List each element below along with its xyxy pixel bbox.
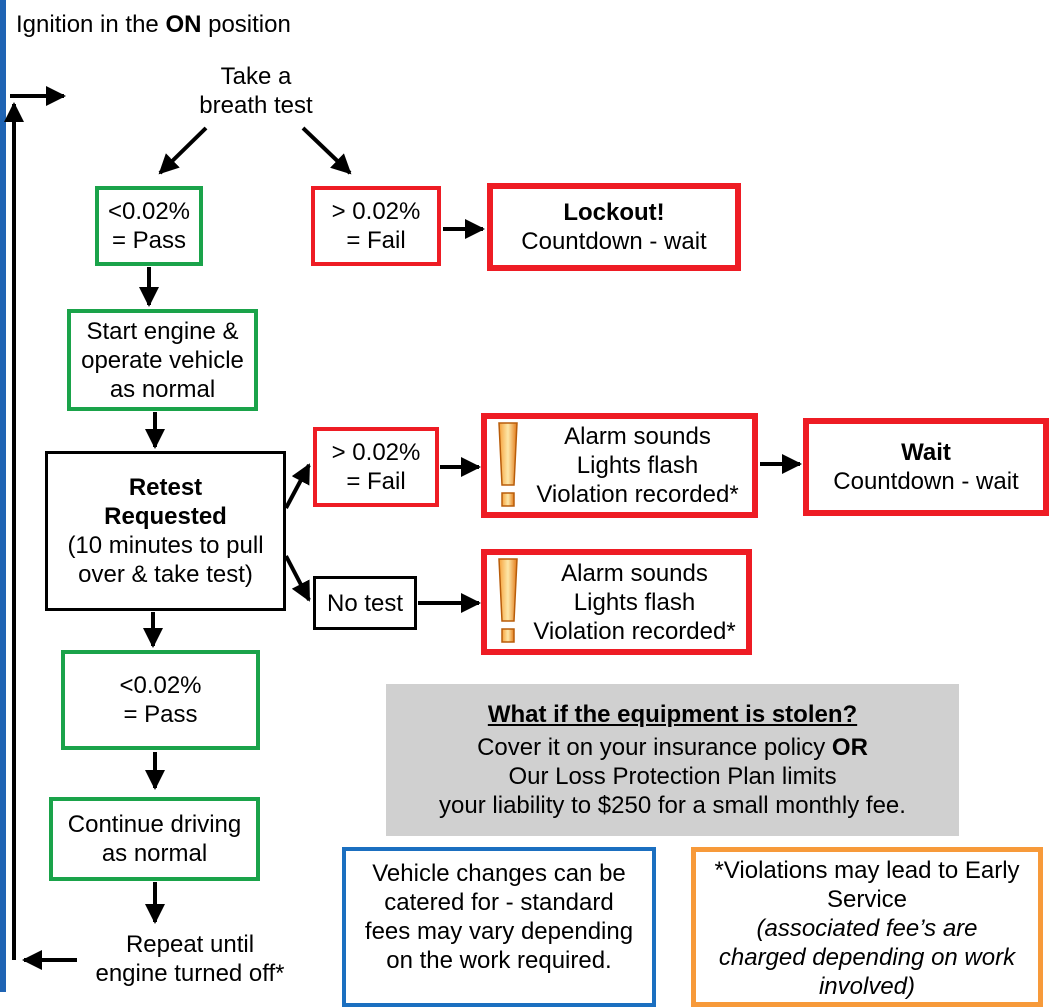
alarm1-box: Alarm sounds Lights flash Violation reco… (481, 413, 758, 518)
stolen-title: What if the equipment is stolen? (487, 701, 858, 728)
vehicle-changes-line2: catered for - standard (384, 889, 614, 916)
alarm1-line1: Alarm sounds (564, 423, 711, 450)
vehicle-changes-line4: on the work required. (386, 947, 612, 974)
retest-line4: over & take test) (78, 561, 253, 588)
violations-line5: involved) (818, 973, 916, 1000)
start-node: Take a breath test (186, 62, 326, 120)
retest-box: Retest Requested (10 minutes to pull ove… (45, 451, 286, 611)
alarm1-line2: Lights flash (576, 452, 699, 479)
alarm1-line3: Violation recorded* (536, 481, 739, 508)
repeat-node: Repeat until engine turned off* (72, 930, 308, 988)
fail2-line1: > 0.02% (331, 439, 421, 466)
repeat-line2: engine turned off* (95, 960, 285, 987)
no-test-box: No test (313, 576, 417, 630)
alarm2-box: Alarm sounds Lights flash Violation reco… (481, 549, 752, 655)
start-engine-line2: operate vehicle (81, 346, 244, 374)
left-accent-bar (0, 0, 6, 992)
start-engine-box: Start engine & operate vehicle as normal (67, 309, 258, 411)
continue-line2: as normal (101, 840, 208, 867)
start-engine-line1: Start engine & (86, 317, 239, 345)
fail2-line2: = Fail (346, 468, 406, 495)
heading-prefix: Ignition in the (16, 11, 166, 38)
exclamation-icon (493, 557, 523, 647)
exclamation-icon (493, 421, 523, 511)
violations-line3: (associated fee’s are (756, 915, 978, 942)
page-heading: Ignition in the ON position (16, 10, 291, 40)
pass2-box: <0.02% = Pass (61, 650, 260, 750)
wait-box: Wait Countdown - wait (803, 418, 1049, 516)
pass1-line2: = Pass (111, 227, 187, 254)
lockout-box: Lockout! Countdown - wait (487, 183, 741, 271)
stolen-info-box: What if the equipment is stolen? Cover i… (386, 684, 959, 836)
retest-title1: Retest (128, 474, 203, 501)
repeat-line1: Repeat until (125, 931, 255, 958)
pass1-line1: <0.02% (107, 198, 191, 225)
violations-line1: *Violations may lead to Early (714, 857, 1020, 884)
fail1-box: > 0.02% = Fail (311, 186, 441, 266)
violations-line2: Service (826, 886, 908, 913)
stolen-line2: Our Loss Protection Plan limits (508, 763, 837, 790)
vehicle-changes-line1: Vehicle changes can be (372, 860, 626, 887)
continue-box: Continue driving as normal (49, 797, 260, 881)
start-line1: Take a (220, 63, 292, 90)
wait-line2: Countdown - wait (833, 468, 1019, 495)
stolen-line1-bold: OR (831, 734, 868, 761)
heading-suffix: position (201, 11, 291, 38)
alarm2-line1: Alarm sounds (561, 559, 708, 587)
lockout-title: Lockout! (563, 199, 665, 226)
heading-bold: ON (165, 11, 202, 38)
stolen-line1-prefix: Cover it on your insurance policy (477, 734, 832, 761)
fail1-line1: > 0.02% (331, 198, 421, 225)
fail2-box: > 0.02% = Fail (313, 427, 439, 507)
vehicle-changes-box: Vehicle changes can be catered for - sta… (342, 847, 656, 1007)
arrow-to-pass1 (158, 126, 208, 175)
fail1-line2: = Fail (346, 227, 406, 254)
alarm2-line3: Violation recorded* (533, 617, 736, 645)
arrow-to-fail1 (301, 126, 352, 175)
pass2-line2: = Pass (123, 701, 198, 728)
stolen-line3: your liability to $250 for a small month… (439, 792, 906, 819)
lockout-line2: Countdown - wait (521, 228, 707, 255)
continue-line1: Continue driving (67, 811, 242, 838)
pass1-box: <0.02% = Pass (95, 186, 203, 266)
arrow-retest-to-fail2 (284, 463, 311, 509)
retest-line3: (10 minutes to pull (67, 532, 264, 559)
wait-title: Wait (901, 439, 951, 466)
start-engine-line3: as normal (109, 375, 216, 403)
violations-line4: charged depending on work (718, 944, 1016, 971)
no-test-label: No test (326, 589, 404, 617)
alarm2-line2: Lights flash (573, 588, 696, 616)
retest-title2: Requested (104, 503, 227, 530)
vehicle-changes-line3: fees may vary depending (364, 918, 634, 945)
violations-note-box: *Violations may lead to Early Service (a… (691, 847, 1043, 1007)
start-line2: breath test (199, 92, 313, 119)
pass2-line1: <0.02% (119, 672, 202, 699)
arrow-retest-to-notest (284, 555, 311, 602)
